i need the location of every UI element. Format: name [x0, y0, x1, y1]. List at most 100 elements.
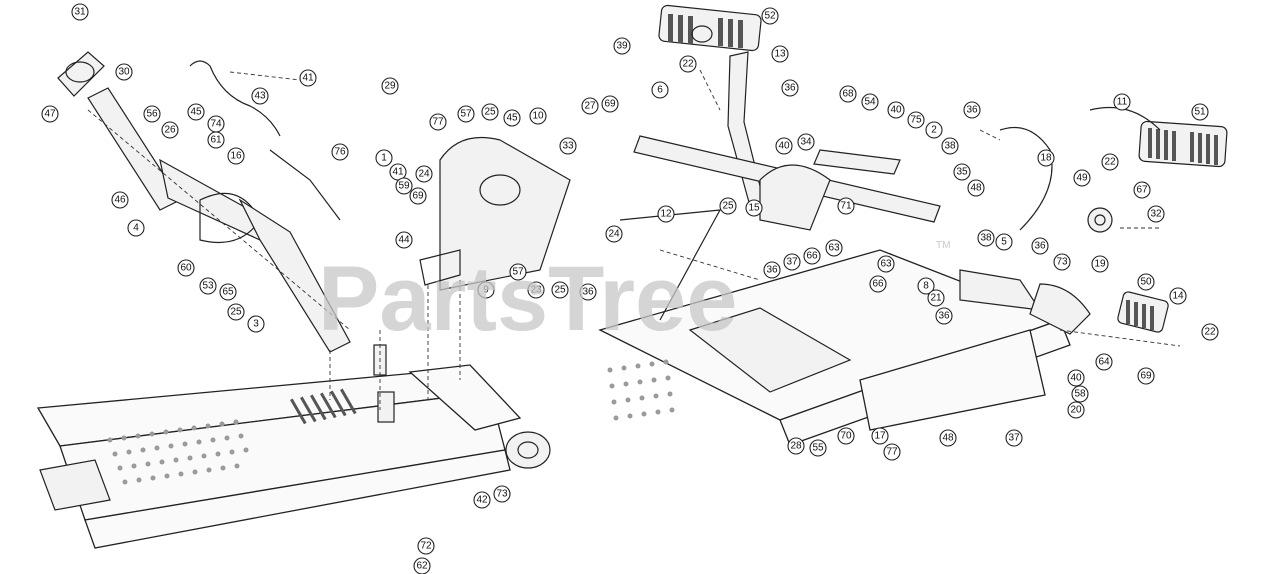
callout-6[interactable]: 6	[651, 81, 669, 99]
callout-48[interactable]: 48	[967, 179, 985, 197]
callout-40[interactable]: 40	[775, 137, 793, 155]
callout-73[interactable]: 36	[579, 283, 597, 301]
callout-27[interactable]: 23	[527, 281, 545, 299]
callout-24[interactable]: 24	[605, 225, 623, 243]
callout-51[interactable]: 51	[1191, 103, 1209, 121]
callout-17[interactable]: 17	[871, 427, 889, 445]
callout-71[interactable]: 71	[837, 197, 855, 215]
callout-58[interactable]: 58	[1071, 385, 1089, 403]
callout-15[interactable]: 15	[745, 199, 763, 217]
callout-70[interactable]: 70	[837, 427, 855, 445]
callout-19[interactable]: 19	[1091, 255, 1109, 273]
callout-60[interactable]: 60	[177, 259, 195, 277]
callout-36[interactable]: 25	[551, 281, 569, 299]
callout-53[interactable]: 53	[199, 277, 217, 295]
callout-36d[interactable]: 36	[963, 101, 981, 119]
callout-31[interactable]: 31	[71, 3, 89, 21]
callout-9[interactable]: 9	[477, 281, 495, 299]
callout-8[interactable]: 8	[917, 277, 935, 295]
callout-45[interactable]: 45	[187, 103, 205, 121]
callout-22c[interactable]: 22	[1201, 323, 1219, 341]
callout-29[interactable]: 29	[381, 77, 399, 95]
callout-25[interactable]: 25	[719, 197, 737, 215]
callout-50[interactable]: 50	[1137, 273, 1155, 291]
callout-48b[interactable]: 48	[939, 429, 957, 447]
callout-39[interactable]: 39	[613, 37, 631, 55]
callout-21[interactable]: 21	[927, 289, 945, 307]
callout-72[interactable]: 42	[473, 491, 491, 509]
callout-14[interactable]: 14	[1169, 287, 1187, 305]
callout-68[interactable]: 68	[839, 85, 857, 103]
callout-65[interactable]: 65	[219, 283, 237, 301]
callout-36b[interactable]: 36	[763, 261, 781, 279]
callout-38b[interactable]: 38	[977, 229, 995, 247]
callout-37[interactable]: 37	[783, 253, 801, 271]
callout-23[interactable]: 62	[413, 557, 431, 574]
callout-2[interactable]: 2	[925, 121, 943, 139]
callout-49[interactable]: 49	[1073, 169, 1091, 187]
callout-25[interactable]: 25	[227, 303, 245, 321]
callout-47[interactable]: 47	[41, 105, 59, 123]
callout-28[interactable]: 28	[787, 437, 805, 455]
callout-45[interactable]: 45	[503, 109, 521, 127]
callout-26[interactable]: 26	[161, 121, 179, 139]
callout-25[interactable]: 25	[481, 103, 499, 121]
callout-11[interactable]: 11	[1113, 93, 1131, 111]
callout-5[interactable]: 5	[995, 233, 1013, 251]
callout-40b[interactable]: 40	[887, 101, 905, 119]
callout-66[interactable]: 66	[803, 247, 821, 265]
callout-56[interactable]: 56	[143, 105, 161, 123]
callout-37b[interactable]: 37	[1005, 429, 1023, 447]
callout-35[interactable]: 35	[953, 163, 971, 181]
callout-67[interactable]: 67	[1133, 181, 1151, 199]
callout-63[interactable]: 63	[825, 239, 843, 257]
callout-12[interactable]: 12	[657, 205, 675, 223]
callout-32[interactable]: 32	[1147, 205, 1165, 223]
callout-13[interactable]: 13	[771, 45, 789, 63]
callout-24[interactable]: 24	[415, 165, 433, 183]
callout-34[interactable]: 34	[797, 133, 815, 151]
callout-69b[interactable]: 69	[1137, 367, 1155, 385]
callout-55[interactable]: 55	[809, 439, 827, 457]
callout-43[interactable]: 43	[251, 87, 269, 105]
callout-36[interactable]: 36	[781, 79, 799, 97]
callout-69[interactable]: 69	[409, 187, 427, 205]
callout-30[interactable]: 30	[115, 63, 133, 81]
callout-42[interactable]: 73	[493, 485, 511, 503]
callout-76[interactable]: 76	[331, 143, 349, 161]
callout-73[interactable]: 73	[1053, 253, 1071, 271]
callout-74[interactable]: 74	[207, 115, 225, 133]
callout-3[interactable]: 3	[247, 315, 265, 333]
callout-69[interactable]: 69	[601, 95, 619, 113]
callout-36c[interactable]: 36	[935, 307, 953, 325]
callout-4[interactable]: 4	[127, 219, 145, 237]
callout-66b[interactable]: 66	[869, 275, 887, 293]
callout-44[interactable]: 44	[395, 231, 413, 249]
callout-46[interactable]: 46	[111, 191, 129, 209]
callout-54[interactable]: 54	[861, 93, 879, 111]
callout-1[interactable]: 1	[375, 149, 393, 167]
callout-22[interactable]: 22	[679, 55, 697, 73]
callout-63b[interactable]: 63	[877, 255, 895, 273]
callout-41[interactable]: 41	[299, 69, 317, 87]
callout-62[interactable]: 72	[417, 537, 435, 555]
callout-20[interactable]: 20	[1067, 401, 1085, 419]
callout-25b[interactable]: 33	[559, 137, 577, 155]
callout-77[interactable]: 77	[883, 443, 901, 461]
callout-59[interactable]: 59	[395, 177, 413, 195]
callout-64[interactable]: 64	[1095, 353, 1113, 371]
callout-52[interactable]: 52	[761, 7, 779, 25]
callout-75[interactable]: 75	[907, 111, 925, 129]
callout-40c[interactable]: 40	[1067, 369, 1085, 387]
callout-22b[interactable]: 22	[1101, 153, 1119, 171]
callout-77[interactable]: 77	[429, 113, 447, 131]
callout-33[interactable]: 27	[581, 97, 599, 115]
callout-57[interactable]: 57	[457, 105, 475, 123]
callout-10[interactable]: 10	[529, 107, 547, 125]
callout-38[interactable]: 38	[941, 137, 959, 155]
callout-61[interactable]: 61	[207, 131, 225, 149]
callout-16[interactable]: 16	[227, 147, 245, 165]
callout-57b[interactable]: 57	[509, 263, 527, 281]
callout-18[interactable]: 18	[1037, 149, 1055, 167]
callout-36e[interactable]: 36	[1031, 237, 1049, 255]
